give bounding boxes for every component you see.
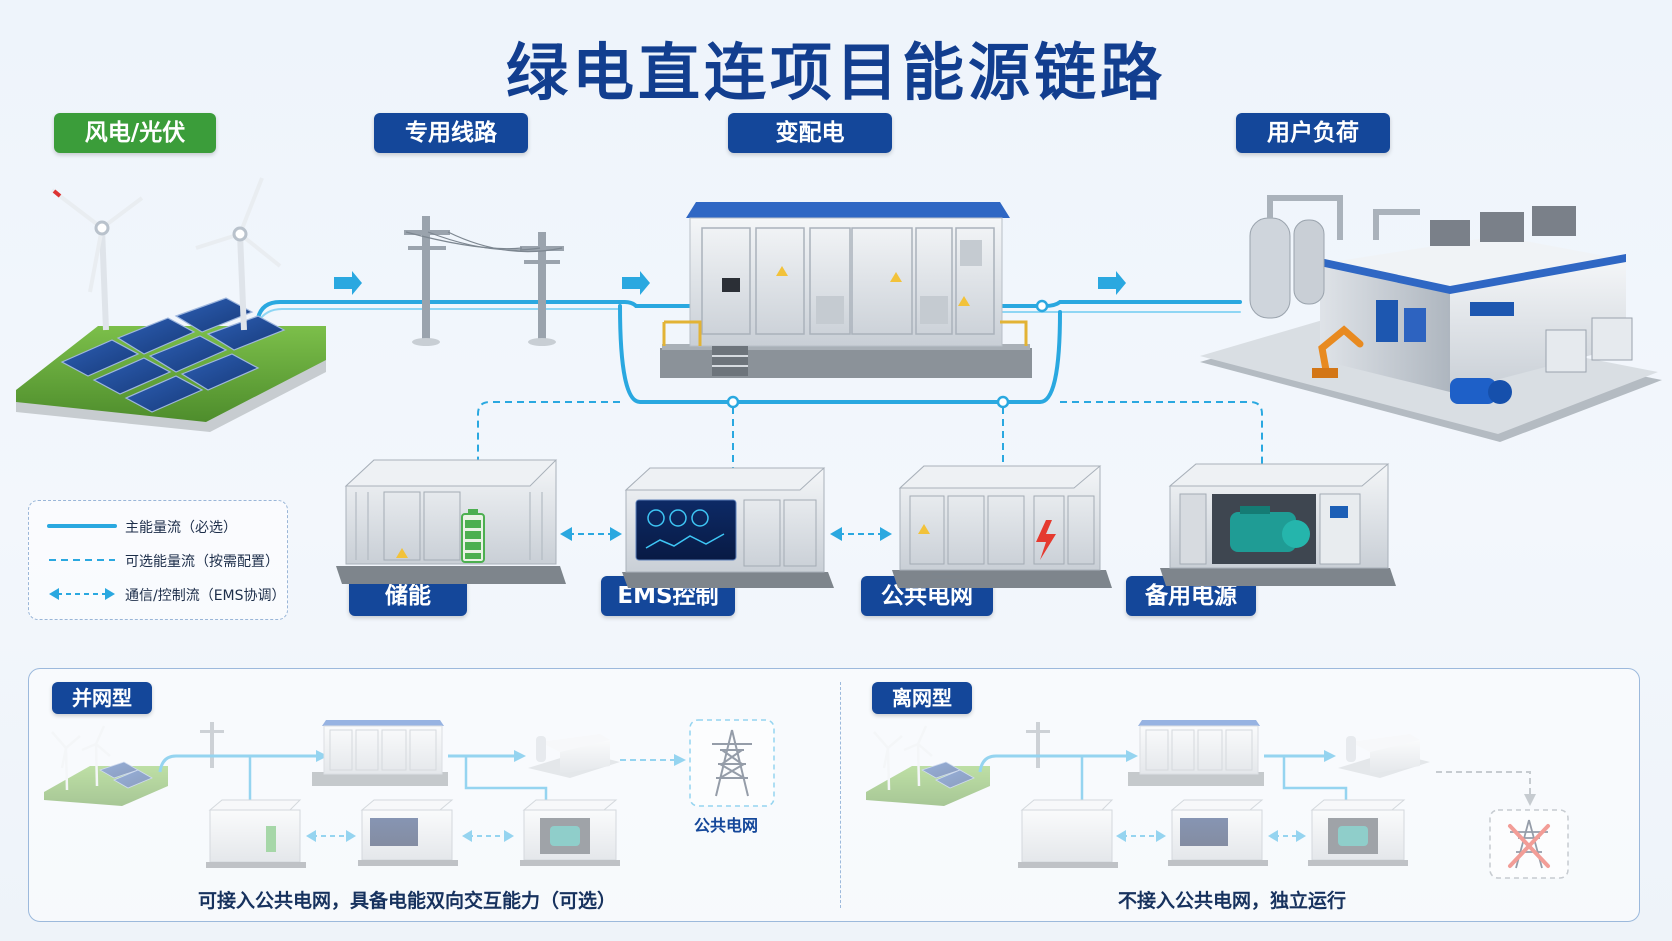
factory-building — [1200, 195, 1662, 442]
label-backup-power: 备用电源 — [1126, 576, 1256, 616]
label-dedicated-line: 专用线路 — [374, 113, 528, 153]
panel-divider — [840, 682, 841, 908]
dashed-line-icon — [49, 559, 115, 561]
off-grid-caption: 不接入公共电网，独立运行 — [1118, 890, 1347, 912]
solar-panel-array — [60, 297, 286, 413]
legend-box: 主能量流（必选） 可选能量流（按需配置） 通信/控制流（EMS协调） — [28, 500, 288, 620]
mode-comparison-panel — [28, 668, 1640, 922]
label-substation: 变配电 — [728, 113, 892, 153]
substation-building — [660, 202, 1032, 378]
storage-container — [336, 459, 566, 584]
optional-flow-lines — [477, 401, 1263, 476]
public-grid-label: 公共电网 — [694, 816, 759, 835]
flow-arrows — [334, 271, 1126, 295]
label-user-load: 用户负荷 — [1236, 113, 1390, 153]
backup-power-container — [1160, 463, 1396, 586]
power-line-poles — [404, 216, 564, 346]
grid-connected-title: 并网型 — [52, 682, 152, 714]
ems-container — [622, 467, 834, 588]
generator-icon — [1230, 506, 1310, 552]
battery-icon — [461, 509, 485, 563]
wind-turbine-1 — [50, 188, 144, 331]
lightning-icon — [1036, 520, 1056, 560]
grid-connected-caption: 可接入公共电网，具备电能双向交互能力（可选） — [198, 890, 617, 912]
double-arrow-icon — [49, 588, 115, 600]
comm-flow-lines — [560, 527, 892, 541]
off-grid-title: 离网型 — [872, 682, 972, 714]
solid-line-icon — [47, 524, 117, 528]
wind-turbine-2 — [195, 177, 282, 331]
wind-solar-plant — [16, 177, 326, 432]
page-title: 绿电直连项目能源链路 — [505, 36, 1166, 109]
label-wind-solar: 风电/光伏 — [54, 113, 216, 153]
public-grid-container — [892, 465, 1112, 588]
